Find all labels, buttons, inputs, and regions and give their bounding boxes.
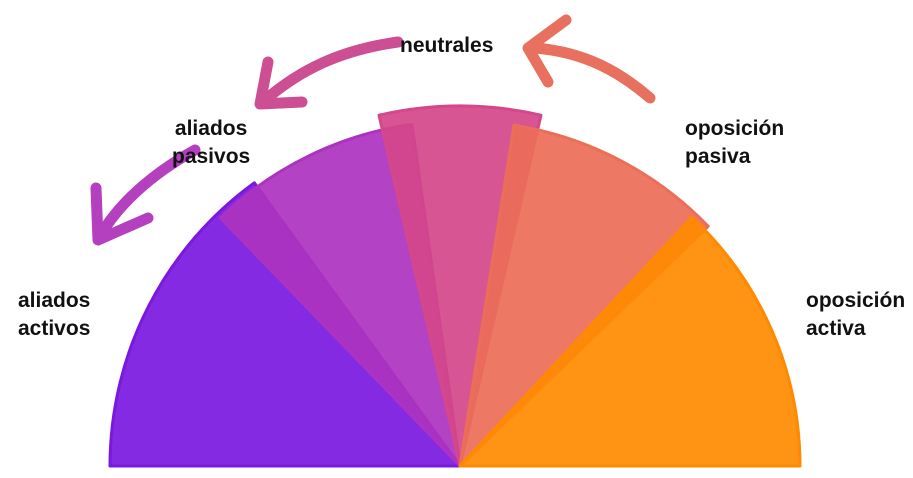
arrow-head-icon bbox=[254, 56, 308, 110]
label-aliados-activos-line2: activos bbox=[18, 317, 91, 340]
label-aliados-pasivos-line1: aliados bbox=[174, 117, 248, 140]
label-aliados-pasivos-line2: pasivos bbox=[172, 145, 251, 168]
wedge-oposicion-activa bbox=[458, 215, 802, 468]
arrow-head-icon bbox=[90, 182, 154, 246]
arrow-aliados-pasivos-to-aliados-activos bbox=[90, 144, 201, 246]
label-oposicion-pasiva-line1: oposición bbox=[685, 117, 785, 140]
label-oposicion-activa: oposición activa bbox=[806, 287, 905, 343]
wedge-oposicion-pasiva bbox=[458, 123, 710, 468]
wedge-group bbox=[108, 104, 802, 468]
arrow-group bbox=[90, 14, 656, 246]
wedge-neutrales bbox=[377, 104, 543, 468]
label-aliados-pasivos: aliados pasivos bbox=[172, 115, 250, 171]
label-oposicion-pasiva: oposición pasiva bbox=[685, 115, 784, 171]
label-oposicion-activa-line1: oposición bbox=[806, 289, 906, 312]
label-neutrales: neutrales bbox=[400, 32, 493, 60]
label-neutrales-text: neutrales bbox=[400, 34, 494, 57]
arrow-shaft bbox=[259, 36, 404, 106]
arrow-shaft bbox=[94, 144, 201, 242]
arrow-head-icon bbox=[522, 14, 572, 88]
label-aliados-activos: aliados activos bbox=[18, 287, 90, 343]
arrow-neutrales-to-aliados-pasivos bbox=[254, 36, 404, 110]
label-aliados-activos-line1: aliados bbox=[18, 289, 91, 312]
label-oposicion-activa-line2: activa bbox=[806, 317, 866, 340]
label-oposicion-pasiva-line2: pasiva bbox=[685, 145, 751, 168]
arrow-shaft bbox=[529, 42, 656, 104]
arrow-oposicion-pasiva-to-neutrales bbox=[522, 14, 656, 104]
wedge-aliados-activos bbox=[108, 181, 462, 468]
